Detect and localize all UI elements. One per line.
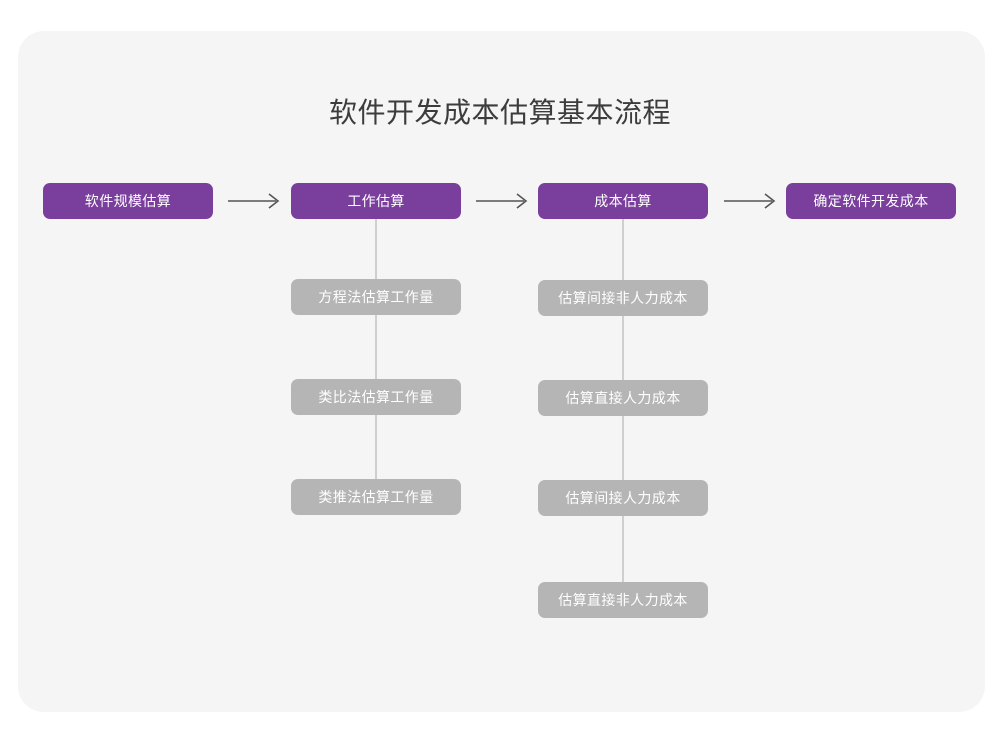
- branch-node-direct-nonlabor-cost[interactable]: 估算直接非人力成本: [538, 582, 708, 618]
- branch-node-analogue-method-effort[interactable]: 类推法估算工作量: [291, 479, 461, 515]
- arrow-right-icon: [724, 191, 780, 211]
- flow-step-software-scale-estimation[interactable]: 软件规模估算: [43, 183, 213, 219]
- branch-node-indirect-nonlabor-cost[interactable]: 估算间接非人力成本: [538, 280, 708, 316]
- diagram-card: [18, 31, 985, 712]
- arrow-right-icon: [228, 191, 284, 211]
- flow-step-effort-estimation[interactable]: 工作估算: [291, 183, 461, 219]
- connector-line-effort-branch: [375, 219, 377, 498]
- flow-step-determine-dev-cost[interactable]: 确定软件开发成本: [786, 183, 956, 219]
- page-title: 软件开发成本估算基本流程: [328, 97, 671, 128]
- branch-node-analogy-method-effort[interactable]: 类比法估算工作量: [291, 379, 461, 415]
- flow-step-cost-estimation[interactable]: 成本估算: [538, 183, 708, 219]
- branch-node-indirect-labor-cost[interactable]: 估算间接人力成本: [538, 480, 708, 516]
- arrow-right-icon: [476, 191, 532, 211]
- branch-node-equation-method-effort[interactable]: 方程法估算工作量: [291, 279, 461, 315]
- branch-node-direct-labor-cost[interactable]: 估算直接人力成本: [538, 380, 708, 416]
